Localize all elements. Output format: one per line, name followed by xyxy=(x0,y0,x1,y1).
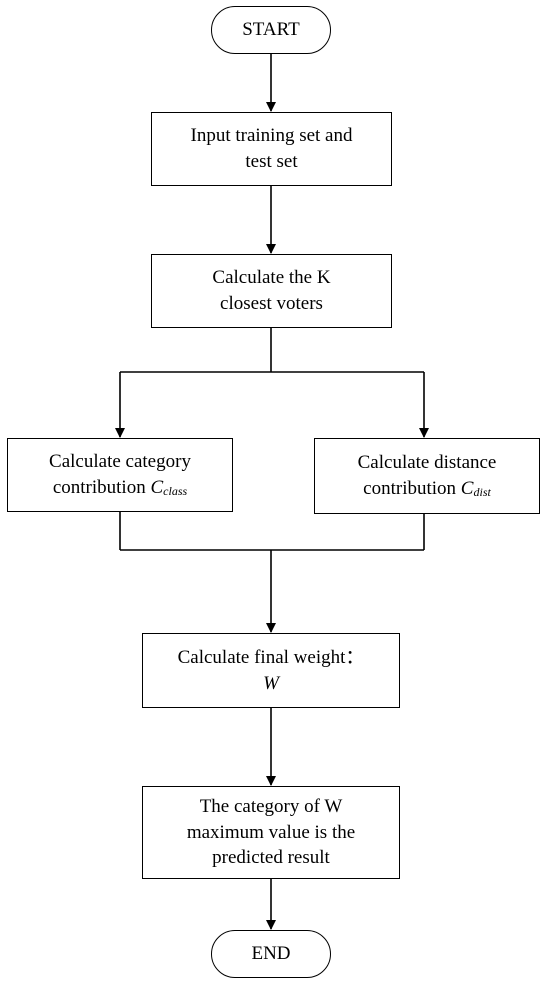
result-box-line-3: predicted result xyxy=(212,847,330,869)
closest-box-line-1: Calculate the K xyxy=(212,267,331,289)
result-box-line-1: The category of W xyxy=(199,796,343,818)
weight-symbol: W xyxy=(263,672,279,694)
distance-subscript: dist xyxy=(473,485,491,499)
distance-contribution-box: Calculate distance contribution Cdist xyxy=(314,438,540,514)
category-symbol: C xyxy=(150,477,164,498)
input-box-line-1: Input training set and xyxy=(190,125,353,147)
category-contribution-box: Calculate category contribution Cclass xyxy=(7,438,233,512)
result-box-line-2: maximum value is the xyxy=(186,821,356,843)
distance-box-line-2: contribution Cdist xyxy=(363,476,491,502)
closest-box-line-2: closest voters xyxy=(220,293,323,314)
k-closest-voters-box: Calculate the K closest voters xyxy=(151,254,392,328)
weight-box-line-1: Calculate final weight： xyxy=(177,646,365,668)
end-terminal: END xyxy=(211,930,331,978)
predicted-result-box: The category of W maximum value is the p… xyxy=(142,786,400,879)
distance-box-line-1: Calculate distance xyxy=(357,452,497,474)
input-box-line-2: test set xyxy=(245,151,298,172)
start-terminal: START xyxy=(211,6,331,54)
category-box-line-1: Calculate category xyxy=(49,451,191,473)
category-subscript: class xyxy=(163,484,188,498)
final-weight-box: Calculate final weight： W xyxy=(142,633,400,708)
category-box-line-2: contribution Cclass xyxy=(53,475,187,501)
start-label: START xyxy=(242,19,300,41)
input-training-set-box: Input training set and test set xyxy=(151,112,392,186)
category-box-prefix: contribution xyxy=(52,477,151,498)
distance-box-prefix: contribution xyxy=(363,478,461,499)
distance-symbol: C xyxy=(460,478,474,499)
end-label: END xyxy=(251,943,291,965)
